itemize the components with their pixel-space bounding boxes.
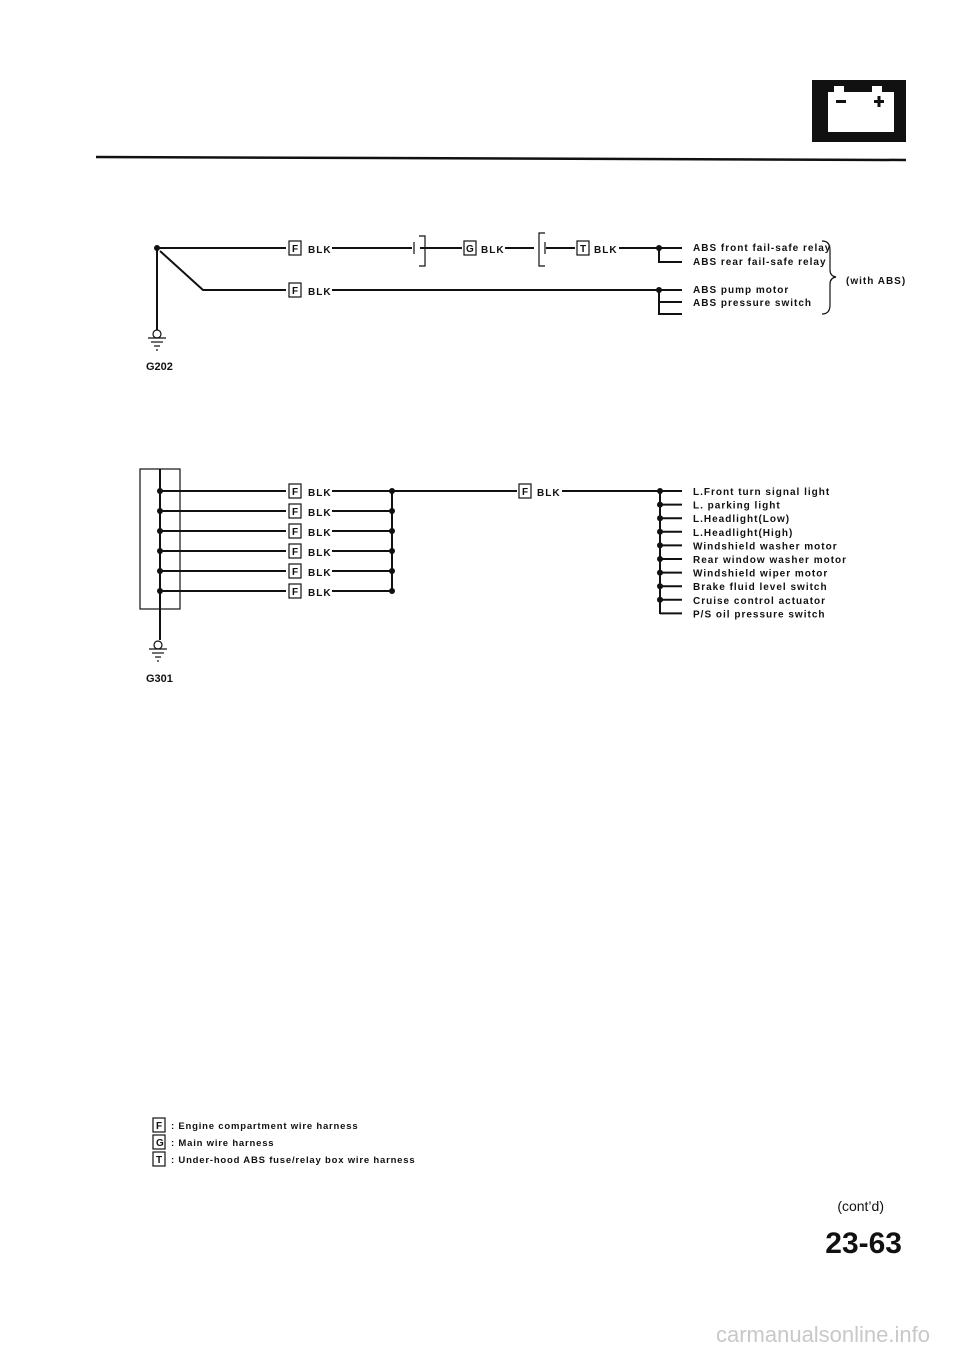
connector-f-box (288, 543, 302, 559)
connector-f-box (288, 483, 302, 499)
watermark: carmanualsonline.info (715, 1322, 930, 1347)
load-label: L.Headlight(High) (693, 528, 793, 539)
connector-code: F (292, 547, 298, 558)
legend-text: : Engine compartment wire harness (171, 1121, 358, 1132)
wire-color: BLK (308, 568, 332, 579)
ground-circuit-g301: G301 F BLK F BLK F BLK F BLK F BLK F BLK F BLK L.Fr… (139, 468, 847, 685)
legend-text: : Under-hood ABS fuse/relay box wire har… (171, 1155, 415, 1166)
ground-label-g202: G202 (146, 361, 173, 373)
bracket-note: (with ABS) (846, 276, 906, 287)
ground-circuit-g202: G202 F BLK G BLK T BLK F BLK (146, 232, 906, 373)
load-label: ABS front fail-safe relay (693, 243, 831, 254)
connector-code: G (466, 244, 474, 255)
battery-icon (812, 80, 906, 142)
connector-g-symbol (413, 235, 426, 267)
wire-color: BLK (308, 588, 332, 599)
legend-code: F (156, 1121, 162, 1132)
connector-code: F (292, 487, 298, 498)
wire-color: BLK (481, 245, 505, 256)
wire-color: BLK (308, 508, 332, 519)
wire-color: BLK (308, 548, 332, 559)
connector-t-symbol (538, 232, 546, 267)
wire-color: BLK (537, 488, 561, 499)
load-label: Cruise control actuator (693, 596, 826, 607)
legend-code-box (152, 1117, 166, 1133)
header-rule (95, 155, 907, 162)
connector-code: F (522, 487, 528, 498)
wire-color: BLK (308, 287, 332, 298)
load-label: ABS rear fail-safe relay (693, 257, 827, 268)
legend-text: : Main wire harness (171, 1138, 274, 1149)
legend-code: G (156, 1138, 164, 1149)
connector-code: F (292, 244, 298, 255)
page-number: 23-63 (825, 1227, 902, 1260)
connector-code: F (292, 527, 298, 538)
load-label: Rear window washer motor (693, 555, 847, 566)
load-label: L. parking light (693, 501, 781, 512)
connector-f-box (288, 523, 302, 539)
ground-symbol-icon (149, 640, 167, 662)
load-label: ABS pressure switch (693, 298, 812, 309)
ground-label-g301: G301 (146, 673, 173, 685)
continued-label: (cont’d) (837, 1198, 884, 1214)
load-label: Windshield washer motor (693, 541, 838, 552)
connector-t-box (576, 240, 590, 256)
connector-f-box (288, 563, 302, 579)
legend-code-box (152, 1151, 166, 1167)
connector-f-box (288, 503, 302, 519)
load-label: Windshield wiper motor (693, 569, 828, 580)
legend-code: T (156, 1155, 162, 1166)
connector-code: F (292, 567, 298, 578)
connector-code: F (292, 286, 298, 297)
wire-color: BLK (308, 488, 332, 499)
bracket (821, 240, 837, 315)
ground-symbol-icon (148, 329, 166, 351)
legend-code-box (152, 1134, 166, 1150)
load-label: Brake fluid level switch (693, 582, 828, 593)
connector-code: F (292, 587, 298, 598)
load-label: L.Headlight(Low) (693, 514, 790, 525)
load-label: L.Front turn signal light (693, 487, 830, 498)
connector-f-box (288, 583, 302, 599)
connector-code: T (580, 244, 586, 255)
wire-color: BLK (308, 245, 332, 256)
connector-f-box (288, 240, 302, 256)
wire-color: BLK (308, 528, 332, 539)
load-label: ABS pump motor (693, 285, 789, 296)
connector-f-box (288, 282, 302, 298)
load-label: P/S oil pressure switch (693, 609, 825, 620)
connector-g-box (463, 240, 477, 256)
wire-color: BLK (594, 245, 618, 256)
connector-code: F (292, 507, 298, 518)
connector-f-box (518, 483, 532, 499)
